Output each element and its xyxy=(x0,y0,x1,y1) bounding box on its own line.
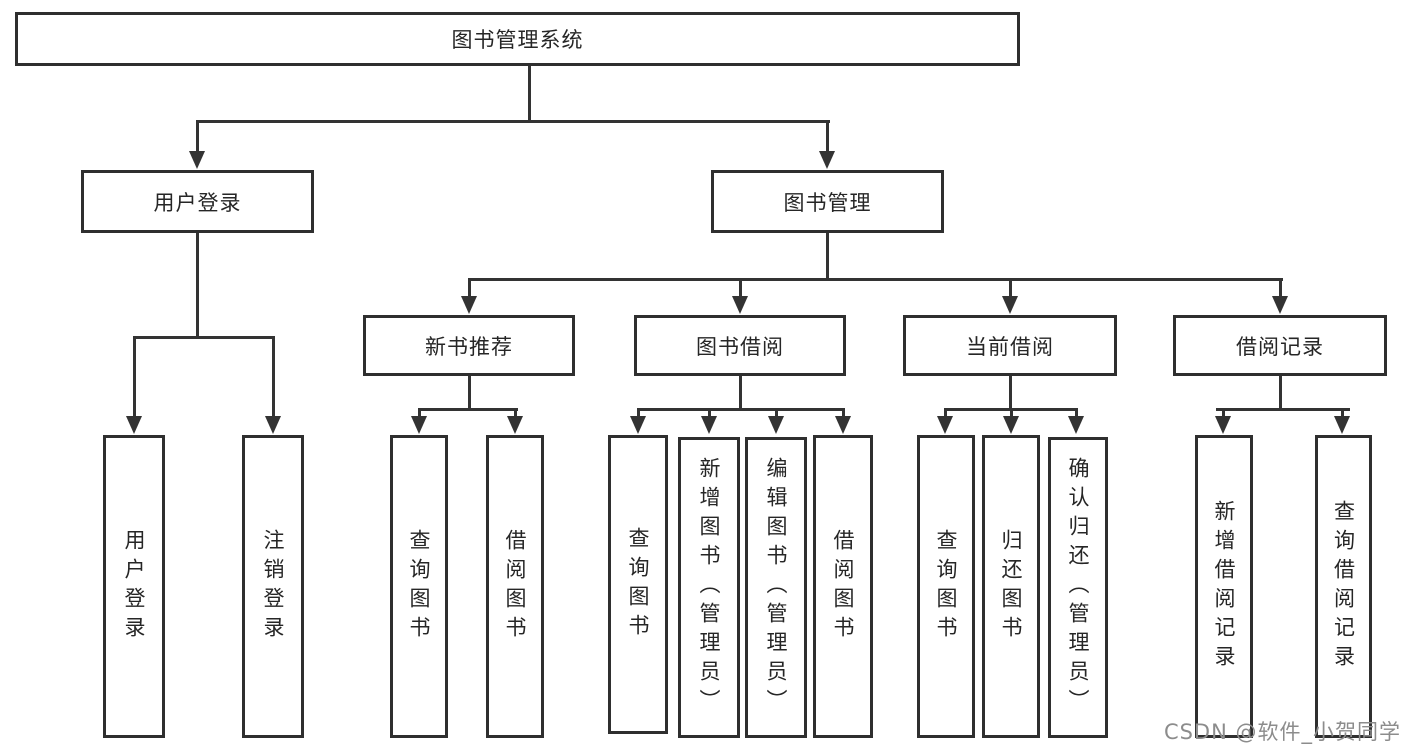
connector-line xyxy=(468,278,1283,281)
connector-line xyxy=(468,278,471,298)
connector-line xyxy=(1279,278,1282,298)
connector-line xyxy=(196,120,830,123)
node-label: 注销登录 xyxy=(261,528,286,645)
leaf-return-books: 归还图书 xyxy=(982,435,1040,738)
node-label: 确认归还（管理员） xyxy=(1066,457,1091,718)
arrow-down-icon xyxy=(732,296,748,314)
connector-line xyxy=(708,408,711,418)
leaf-edit-books-admin: 编辑图书（管理员） xyxy=(745,437,807,738)
connector-line xyxy=(739,376,742,411)
node-book-management-system: 图书管理系统 xyxy=(15,12,1020,66)
node-new-book-recommend: 新书推荐 xyxy=(363,315,575,376)
leaf-logout: 注销登录 xyxy=(242,435,304,738)
node-label: 图书管理 xyxy=(783,190,872,215)
connector-line xyxy=(826,120,829,153)
arrow-down-icon xyxy=(937,416,953,434)
arrow-down-icon xyxy=(507,416,523,434)
node-label: 查询图书 xyxy=(626,526,651,643)
connector-line xyxy=(775,408,778,418)
node-label: 新书推荐 xyxy=(425,334,513,359)
connector-line xyxy=(133,336,275,339)
connector-line xyxy=(1341,408,1344,418)
connector-line xyxy=(196,233,199,339)
connector-line xyxy=(1009,376,1012,411)
connector-line xyxy=(272,336,275,417)
arrow-down-icon xyxy=(1334,416,1350,434)
arrow-down-icon xyxy=(1215,416,1231,434)
node-label: 查询图书 xyxy=(934,528,959,645)
connector-line xyxy=(133,336,136,417)
node-label: 归还图书 xyxy=(999,528,1024,645)
connector-line xyxy=(637,408,844,411)
connector-line xyxy=(418,408,518,411)
arrow-down-icon xyxy=(819,151,835,169)
connector-line xyxy=(1222,408,1225,418)
arrow-down-icon xyxy=(1003,416,1019,434)
arrow-down-icon xyxy=(1068,416,1084,434)
connector-line xyxy=(1216,408,1350,411)
node-user-login: 用户登录 xyxy=(81,170,314,233)
node-book-borrowing: 图书借阅 xyxy=(634,315,846,376)
node-label: 借阅记录 xyxy=(1236,334,1324,359)
leaf-user-login: 用户登录 xyxy=(103,435,165,738)
arrow-down-icon xyxy=(126,416,142,434)
node-book-management: 图书管理 xyxy=(711,170,944,233)
connector-line xyxy=(944,408,947,418)
arrow-down-icon xyxy=(189,151,205,169)
leaf-query-books-current: 查询图书 xyxy=(917,435,975,738)
node-label: 用户登录 xyxy=(122,528,147,645)
csdn-watermark: CSDN @软件_小贺同学 xyxy=(1163,720,1401,744)
node-label: 编辑图书（管理员） xyxy=(764,457,789,718)
arrow-down-icon xyxy=(411,416,427,434)
node-borrowing-records: 借阅记录 xyxy=(1173,315,1387,376)
arrow-down-icon xyxy=(461,296,477,314)
arrow-down-icon xyxy=(1272,296,1288,314)
node-label: 图书借阅 xyxy=(696,334,784,359)
connector-line xyxy=(637,408,640,418)
leaf-add-books-admin: 新增图书（管理员） xyxy=(678,437,740,738)
connector-line xyxy=(468,376,471,411)
node-label: 当前借阅 xyxy=(966,334,1054,359)
arrow-down-icon xyxy=(265,416,281,434)
leaf-query-books-recommend: 查询图书 xyxy=(390,435,448,738)
leaf-query-borrow-record: 查询借阅记录 xyxy=(1315,435,1372,738)
leaf-add-borrow-record: 新增借阅记录 xyxy=(1195,435,1253,738)
connector-line xyxy=(1009,278,1012,298)
connector-line xyxy=(1279,376,1282,411)
leaf-borrow-books-borrowing: 借阅图书 xyxy=(813,435,873,738)
connector-line xyxy=(1075,408,1078,418)
node-label: 查询图书 xyxy=(407,528,432,645)
node-label: 图书管理系统 xyxy=(451,28,584,52)
node-label: 借阅图书 xyxy=(831,528,856,645)
connector-line xyxy=(196,120,199,153)
node-label: 用户登录 xyxy=(153,190,242,215)
node-current-borrowing: 当前借阅 xyxy=(903,315,1117,376)
leaf-query-books-borrowing: 查询图书 xyxy=(608,435,668,734)
connector-line xyxy=(528,66,531,122)
arrow-down-icon xyxy=(1002,296,1018,314)
arrow-down-icon xyxy=(835,416,851,434)
node-label: 借阅图书 xyxy=(503,528,528,645)
connector-line xyxy=(739,278,742,298)
node-label: 新增图书（管理员） xyxy=(697,457,722,718)
node-label: 新增借阅记录 xyxy=(1212,499,1237,674)
leaf-borrow-books-recommend: 借阅图书 xyxy=(486,435,544,738)
connector-line xyxy=(514,408,517,418)
arrow-down-icon xyxy=(630,416,646,434)
arrow-down-icon xyxy=(701,416,717,434)
arrow-down-icon xyxy=(768,416,784,434)
connector-line xyxy=(826,233,829,281)
node-label: 查询借阅记录 xyxy=(1331,499,1356,674)
leaf-confirm-return-admin: 确认归还（管理员） xyxy=(1048,437,1108,738)
connector-line xyxy=(418,408,421,418)
connector-line xyxy=(1010,408,1013,418)
connector-line xyxy=(842,408,845,418)
